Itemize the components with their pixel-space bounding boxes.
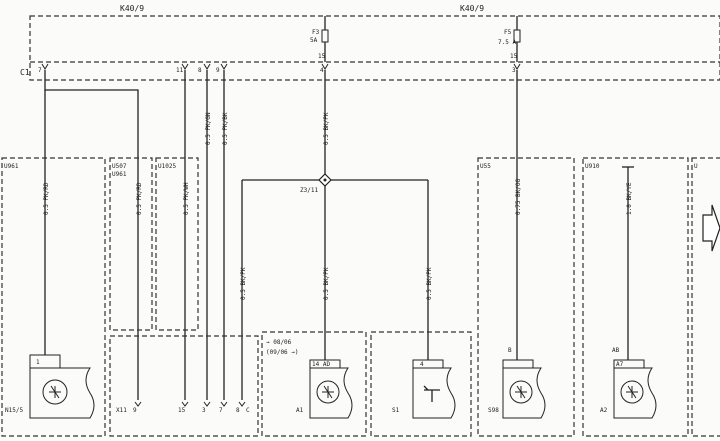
variant-u961-box [1,157,106,437]
wire-label-4: 0.5 PK/GN [205,112,212,145]
s98-label: S98 [488,407,499,414]
a1-box [261,331,367,437]
fuse-f3-id: F3 [312,29,320,36]
fuse-f5-rating: 7.5 A [498,39,516,46]
a1-pin: 14 AD [312,361,330,368]
x11-pin-15: 15 [178,407,186,414]
variant-u-label: U [694,163,698,170]
a1-component: 14 AD A1 [296,359,353,419]
fuse-f3: F3 5A 15 [310,16,329,62]
wire-label-2: 0.5 PK/RD [136,182,143,215]
bus-connector-arrows [41,63,521,70]
pin-7: 7 [38,67,42,74]
wire-label-1: 0.5 PK/RD [43,182,50,215]
x11-pin-8: 8 [236,407,240,414]
fuse-f5-pin: 15 [510,53,518,60]
s1-label: S1 [392,407,400,414]
x11-connector-box [109,335,259,437]
wire-label-6: 0.5 BK/PK [323,112,330,145]
wire-label-9: 0.5 BK/PK [426,267,433,300]
a1-label: A1 [296,407,304,414]
a2-component: AB A7 A2 [600,347,657,419]
k40-label-2: K40/9 [460,4,484,13]
variant-u1025-box [155,157,199,331]
x11-pin-3: 3 [202,407,206,414]
s98-component: B S98 [488,347,546,419]
wire-label-10: 0.75 BK/OG [515,178,522,215]
s1-box [370,331,472,437]
s1-component: 4 S1 [392,359,456,419]
s1-pin: 4 [420,361,424,368]
variant-u55-label: U55 [480,163,491,170]
k40-9-fuse-box [29,15,720,81]
wire-label-8: 0.5 BK/PK [323,267,330,300]
x11-pin-7: 7 [219,407,223,414]
n15-5-component: 1 N15/5 [5,354,95,419]
a2-conn: AB [612,347,620,354]
variant-u1025-label: U1025 [158,163,176,170]
variant-u507-box [109,157,153,331]
variant-u55-box [477,157,575,437]
pin-11: 11 [176,67,184,74]
wire-label-3: 0.5 PK/WH [183,182,190,215]
variant-u910-box [582,157,689,437]
fuse-f5-id: F5 [504,29,512,36]
x11-label: X11 [116,407,127,414]
variant-u961-label: U961 [4,163,19,170]
wire-pin7-route [44,70,139,400]
continuation-arrow-icon [702,204,720,252]
x11-pin-arrows [134,401,246,407]
x11-pin-c: C [246,407,250,414]
wire-label-5: 0.5 PK/BK [222,112,229,145]
n15-5-pin: 1 [36,359,40,366]
n15-5-label: N15/5 [5,407,23,414]
k40-label-1: K40/9 [120,4,144,13]
variant-u961b-label: U961 [112,171,127,178]
wire-label-11: 1.0 BK/YE [626,182,633,215]
pin-3: 3 [512,67,516,74]
s98-pin: B [508,347,512,354]
splice-label: Z3/11 [300,187,318,194]
a2-label: A2 [600,407,608,414]
fuse-f3-rating: 5A [310,37,318,44]
pin-4: 4 [320,67,324,74]
switch-icon [423,385,440,402]
wire-label-7: 0.5 BK/PK [240,267,247,300]
pin-8: 8 [198,67,202,74]
date-note-2: (09/06 →) [266,349,299,356]
a2-pin: A7 [616,361,624,368]
variant-u-box [691,157,720,437]
c1-label: C1 [20,68,30,77]
fuse-f5: F5 7.5 A 15 [498,16,521,62]
date-note-1: → 08/06 [266,339,292,346]
x11-pin-9: 9 [133,407,137,414]
pin-9: 9 [216,67,220,74]
variant-u507-label: U507 [112,163,127,170]
fuse-f3-pin: 15 [318,53,326,60]
variant-u910-label: U910 [585,163,600,170]
